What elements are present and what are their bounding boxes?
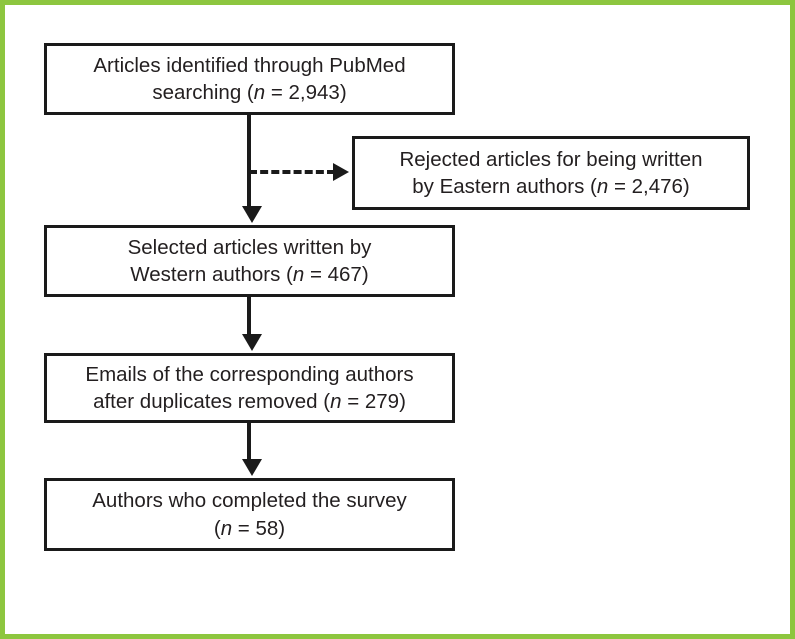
arrowhead-right-icon-to-rejected [333, 163, 349, 181]
flow-box-rejected-articles-line1: Rejected articles for being written [399, 147, 703, 171]
n-symbol: n [292, 263, 305, 286]
flow-box-articles-identified-line2: searching (n = 2,943) [93, 79, 405, 106]
count-prefix: ( [213, 516, 221, 540]
flow-box-articles-identified-line1: Articles identified through PubMed [93, 53, 406, 77]
connector-line-emails-to-completed [247, 423, 251, 461]
count-value: = 2,476) [608, 175, 690, 198]
green-border-right [790, 0, 795, 639]
flow-box-selected-articles-line1: Selected articles written by [127, 235, 372, 259]
connector-dashed-line-to-rejected [249, 170, 335, 174]
n-symbol: n [330, 390, 342, 413]
flow-box-authors-completed-survey-line1: Authors who completed the survey [92, 489, 407, 513]
arrowhead-down-icon-identified-to-selected [242, 206, 262, 223]
flow-box-selected-articles: Selected articles written by Western aut… [44, 225, 455, 297]
n-symbol: n [220, 516, 233, 540]
flow-box-emails-corresponding-authors-line2: after duplicates removed (n = 279) [85, 388, 413, 415]
count-value: = 2,943) [265, 81, 347, 104]
flow-box-emails-corresponding-authors-line1: Emails of the corresponding authors [85, 362, 414, 386]
count-value: = 58) [232, 516, 286, 540]
flow-box-rejected-articles-line2: by Eastern authors (n = 2,476) [399, 173, 702, 200]
count-prefix: searching ( [152, 81, 254, 104]
count-prefix: after duplicates removed ( [93, 390, 331, 413]
green-border-left [0, 0, 5, 639]
flow-box-selected-articles-line2: Western authors (n = 467) [128, 261, 372, 288]
count-value: = 279) [341, 390, 406, 413]
arrowhead-down-icon-selected-to-emails [242, 334, 262, 351]
flow-box-rejected-articles: Rejected articles for being written by E… [352, 136, 750, 210]
green-border-top [0, 0, 795, 5]
n-symbol: n [596, 175, 609, 198]
count-prefix: by Eastern authors ( [412, 175, 597, 198]
n-symbol: n [253, 81, 266, 104]
arrowhead-down-icon-emails-to-completed [242, 459, 262, 476]
flow-box-articles-identified: Articles identified through PubMed searc… [44, 43, 455, 115]
connector-line-identified-to-selected [247, 115, 251, 209]
flow-box-authors-completed-survey: Authors who completed the survey (n = 58… [44, 478, 455, 551]
count-prefix: Western authors ( [130, 263, 293, 286]
flow-box-emails-corresponding-authors: Emails of the corresponding authors afte… [44, 353, 455, 423]
green-border-bottom [0, 634, 795, 639]
connector-line-selected-to-emails [247, 297, 251, 337]
flow-box-authors-completed-survey-line2: (n = 58) [92, 515, 407, 542]
count-value: = 467) [304, 263, 369, 286]
